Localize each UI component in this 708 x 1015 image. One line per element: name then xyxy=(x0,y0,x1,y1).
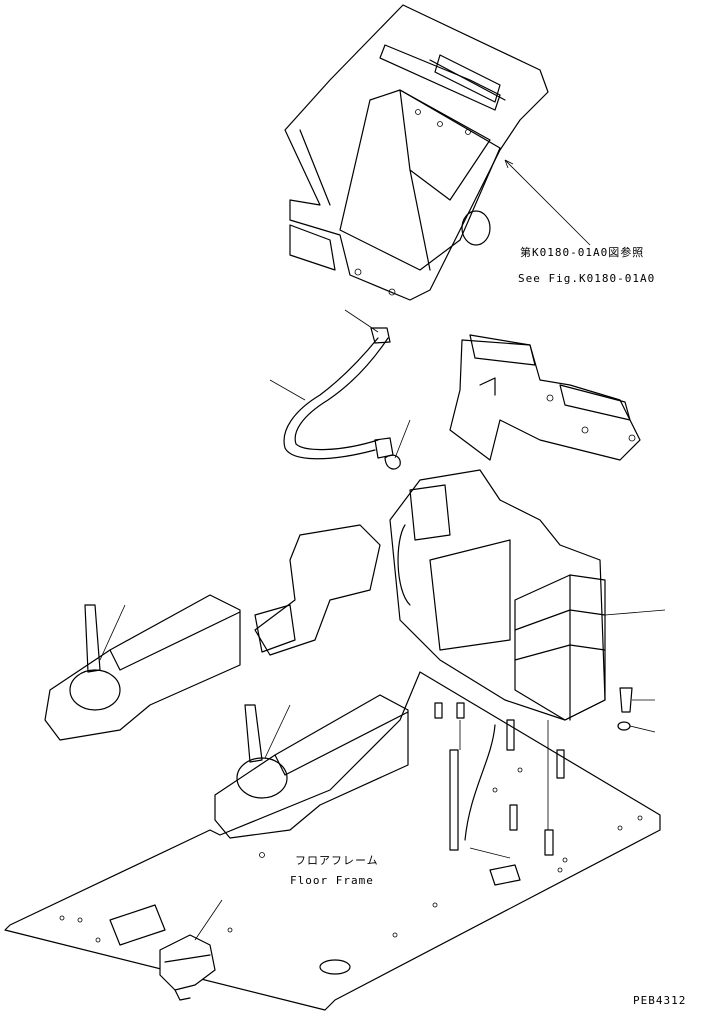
leader-line xyxy=(629,725,656,733)
drawing-code: PEB4312 xyxy=(633,994,686,1007)
leader-line xyxy=(264,704,291,759)
drain-hose xyxy=(269,309,411,470)
leader-line xyxy=(394,419,411,459)
mounting-studs xyxy=(434,702,565,859)
air-conditioner-unit xyxy=(389,469,666,733)
leader-line xyxy=(604,609,666,616)
floor-frame-plate xyxy=(4,671,661,1011)
pedal-valve xyxy=(159,899,223,1001)
leader-line xyxy=(194,899,223,941)
leader-line xyxy=(344,309,379,333)
reference-label-jp: 第K0180-01A0図参照 xyxy=(520,245,644,259)
rear-duct xyxy=(449,334,641,461)
leader-line-reference xyxy=(504,159,591,246)
leader-line xyxy=(469,847,511,859)
right-control-console xyxy=(214,694,409,839)
leader-arrowhead xyxy=(504,159,514,169)
front-duct xyxy=(254,524,381,656)
upper-duct-housing xyxy=(284,4,549,301)
left-control-console xyxy=(44,594,241,741)
reference-label-en: See Fig.K0180-01A0 xyxy=(518,272,655,285)
floor-frame-label-jp: フロアフレーム xyxy=(295,854,379,867)
leader-line xyxy=(269,379,306,401)
leader-line xyxy=(99,604,126,661)
floor-frame-label-en: Floor Frame xyxy=(290,874,374,887)
